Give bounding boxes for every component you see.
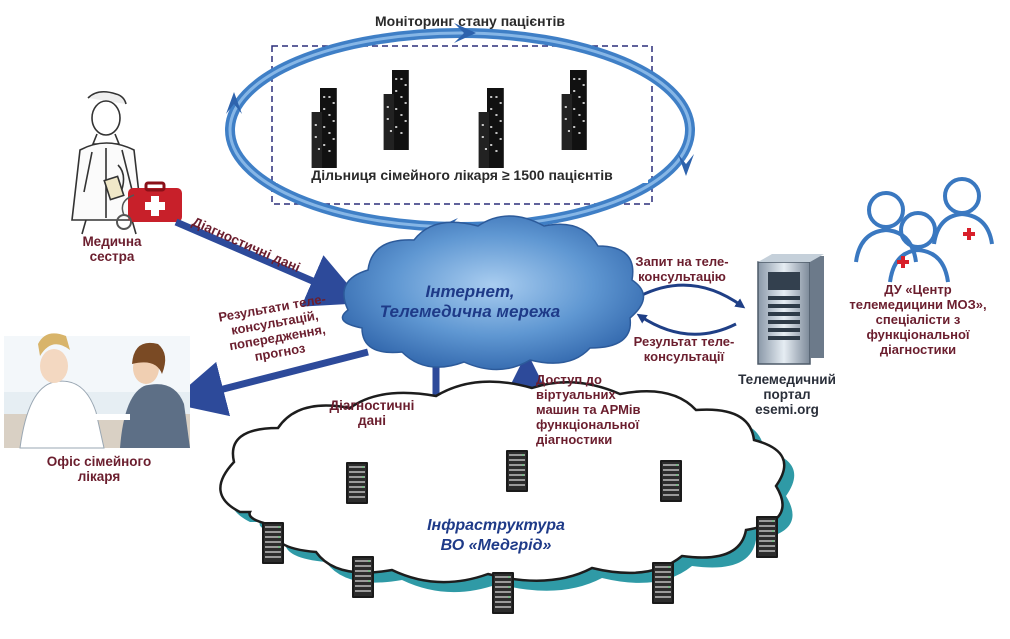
server-icon bbox=[506, 450, 528, 492]
consult-arrows bbox=[636, 283, 746, 336]
access-label: Доступ до віртуальних машин та АРМів фун… bbox=[536, 372, 641, 447]
district-label: Дільниця сімейного лікаря ≥ 1500 пацієнт… bbox=[276, 168, 648, 183]
building-icon bbox=[478, 88, 504, 168]
server-icon bbox=[346, 462, 368, 504]
office-label: Офіс сімейного лікаря bbox=[46, 454, 152, 484]
medical-kit-icon bbox=[116, 181, 182, 230]
building-icon bbox=[311, 88, 337, 168]
monitoring-cycle bbox=[225, 23, 695, 238]
red-cross-icon bbox=[897, 228, 975, 268]
infrastructure-label: Інфраструктура ВО «Медгрід» bbox=[427, 517, 565, 554]
server-icon bbox=[492, 572, 514, 614]
server-icon bbox=[652, 562, 674, 604]
nurse-label: Медична сестра bbox=[82, 234, 142, 264]
arrow-internet-to-office bbox=[168, 348, 369, 417]
internet-label: Інтернет, Телемедична мережа bbox=[379, 282, 561, 321]
server-icon bbox=[660, 460, 682, 502]
portal-label: Телемедичний портал esemi.org bbox=[738, 372, 836, 417]
request-label: Запит на теле- консультацію bbox=[635, 254, 729, 284]
monitoring-label: Моніторинг стану пацієнтів bbox=[375, 13, 565, 29]
result-label: Результат теле- консультації bbox=[633, 334, 735, 364]
server-icon bbox=[262, 522, 284, 564]
doctor-office-photo bbox=[4, 333, 190, 449]
server-icon bbox=[352, 556, 374, 598]
doctors-group-icon bbox=[854, 177, 994, 283]
internet-cloud bbox=[341, 215, 645, 371]
server-icon bbox=[757, 254, 824, 365]
building-icon-group bbox=[311, 70, 587, 168]
district-frame bbox=[271, 45, 653, 205]
building-icon bbox=[383, 70, 409, 150]
center-label: ДУ «Центр телемедицини МОЗ», спеціалісти… bbox=[849, 282, 987, 357]
server-icon bbox=[756, 516, 778, 558]
building-icon bbox=[561, 70, 587, 150]
diagnostic-data-down-label: Діагностичні дані bbox=[329, 398, 415, 428]
arrow-nurse-to-internet bbox=[174, 218, 364, 307]
